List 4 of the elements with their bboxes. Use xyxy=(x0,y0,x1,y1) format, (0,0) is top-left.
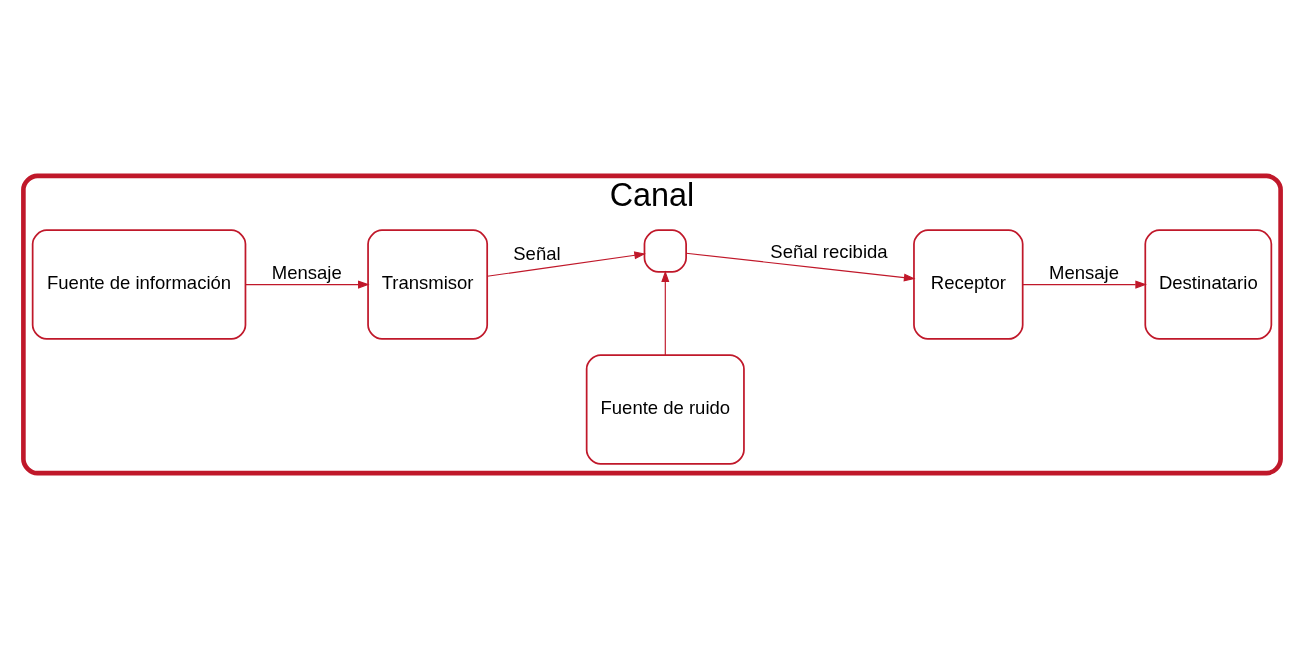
edge-label: Mensaje xyxy=(271,261,342,283)
edge-label: Señal xyxy=(513,242,561,264)
edge-label: Mensaje xyxy=(1049,261,1119,283)
edge-label: Señal recibida xyxy=(770,240,888,262)
